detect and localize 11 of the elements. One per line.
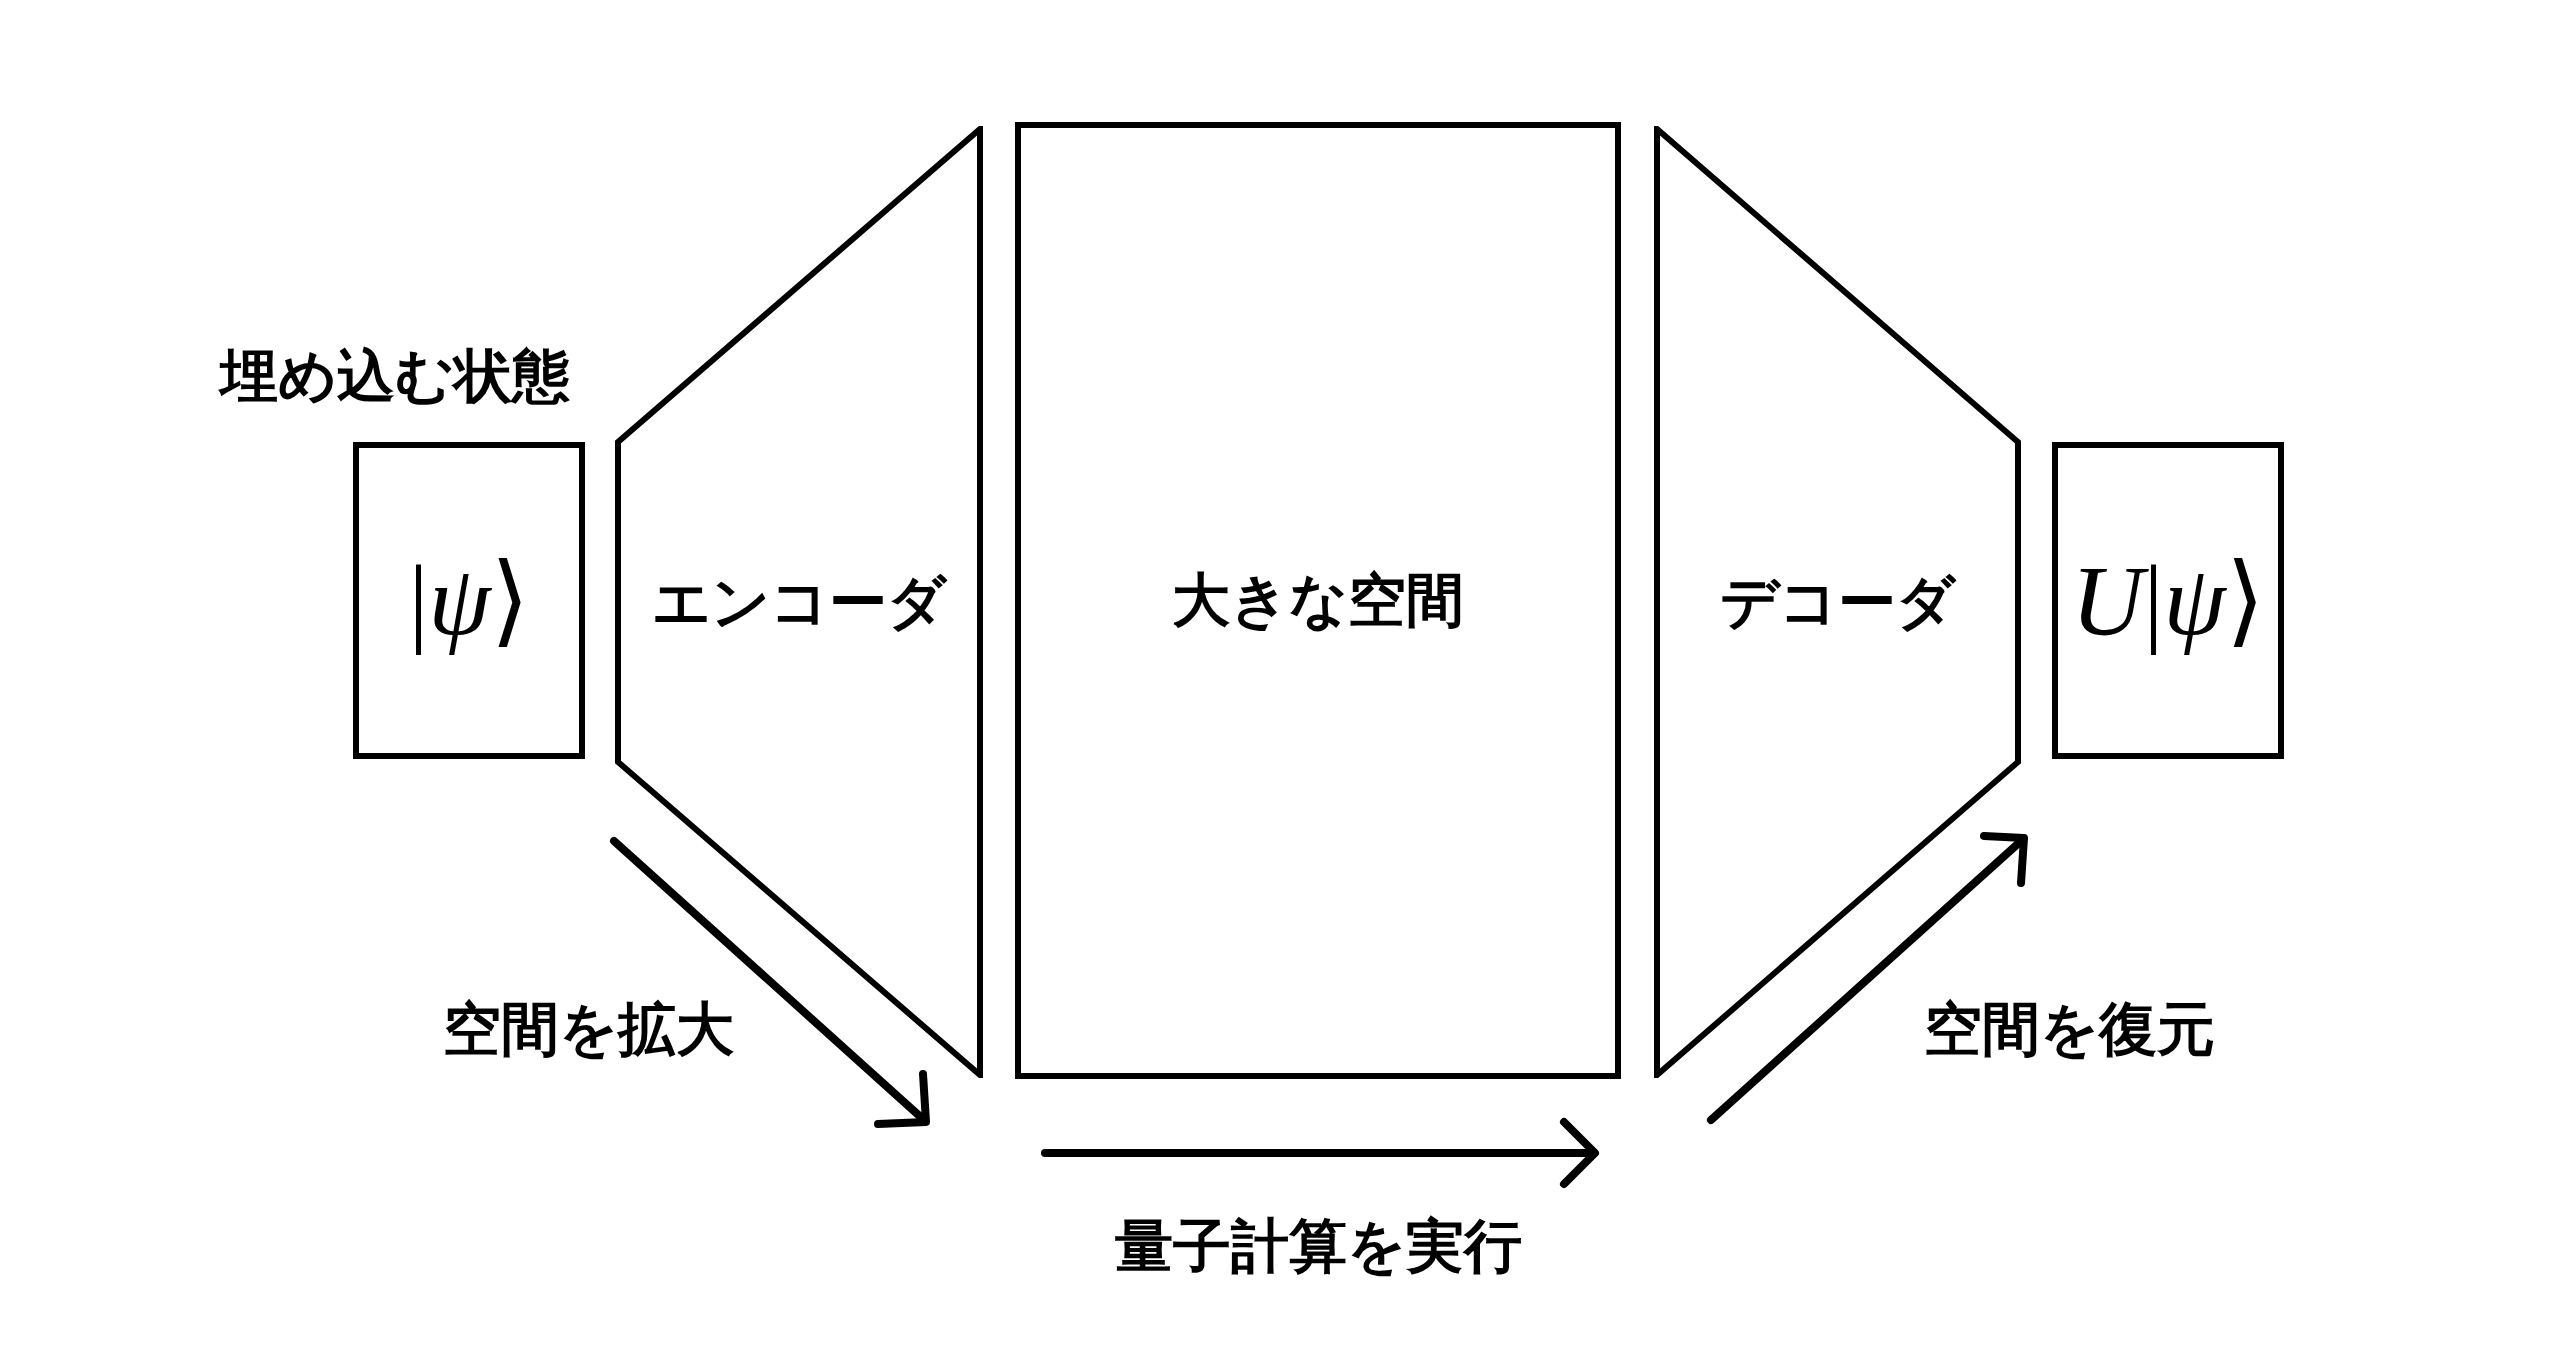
decoder-label: デコーダ [1720, 568, 1955, 636]
encoder-label: エンコーダ [652, 568, 946, 636]
step-label: 量子計算を実行 [1114, 1212, 1522, 1280]
space-box [1015, 122, 1621, 1079]
output-state-box [2052, 442, 2284, 759]
step-label: 空間を復元 [1923, 995, 2215, 1063]
step-label: 空間を拡大 [442, 995, 734, 1063]
state-formula: |ψ⟩ [408, 545, 530, 656]
output-formula: U|ψ⟩ [2071, 545, 2265, 656]
box-heading: 埋め込む状態 [220, 343, 570, 410]
space-label: 大きな空間 [1172, 567, 1464, 634]
